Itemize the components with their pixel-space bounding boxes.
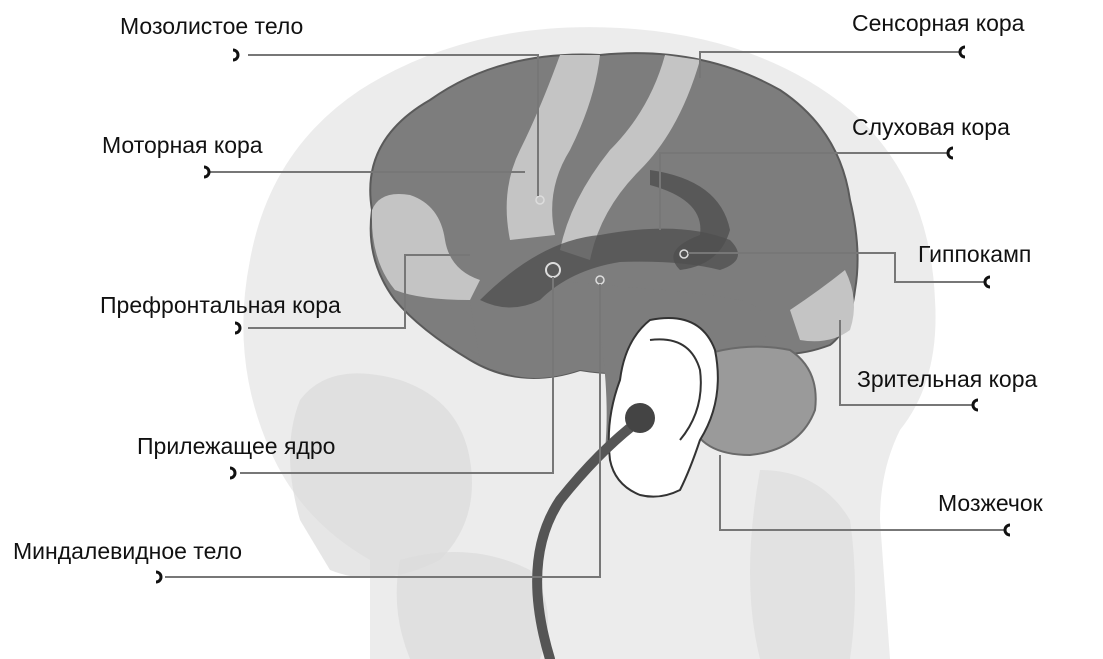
marker-left-amygdala-icon <box>156 572 161 582</box>
marker-right-auditory-icon <box>948 148 953 158</box>
marker-right-hippocampus-icon <box>985 277 990 287</box>
marker-left-prefrontal-icon <box>235 323 240 333</box>
label-corpus-callosum: Мозолистое тело <box>120 15 303 38</box>
label-cerebellum: Мозжечок <box>938 492 1043 515</box>
marker-left-corpus-callosum-icon <box>233 50 238 60</box>
label-sensory-cortex: Сенсорная кора <box>852 12 1024 35</box>
label-prefrontal-cortex: Префронтальная кора <box>100 294 341 317</box>
marker-right-visual-icon <box>973 400 978 410</box>
label-visual-cortex: Зрительная кора <box>857 368 1037 391</box>
label-motor-cortex: Моторная кора <box>102 134 263 157</box>
label-auditory-cortex: Слуховая кора <box>852 116 1010 139</box>
marker-left-motor-icon <box>204 167 209 177</box>
label-hippocampus: Гиппокамп <box>918 243 1031 266</box>
jaw-shade <box>397 552 548 659</box>
label-amygdala: Миндалевидное тело <box>13 540 242 563</box>
earphone-bud <box>625 403 655 433</box>
marker-right-sensory-icon <box>960 47 965 57</box>
marker-left-accumbens-icon <box>230 468 235 478</box>
label-nucleus-accumbens: Прилежащее ядро <box>137 435 335 458</box>
marker-right-cerebellum-icon <box>1005 525 1010 535</box>
